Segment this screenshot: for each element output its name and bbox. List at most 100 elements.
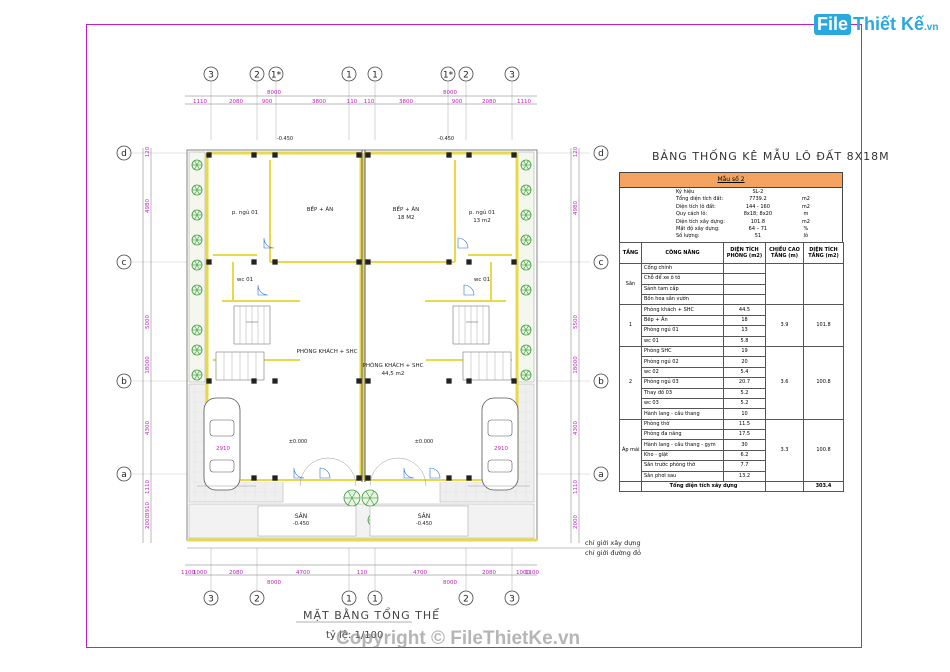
meta-label: Mật độ xây dựng: [676,226,720,233]
plan-title: MẶT BẰNG TỔNG THỂ [303,609,441,622]
tree-branch [196,370,200,376]
dimension: 8000 [443,90,457,96]
meta-value: 7739.2 [749,196,767,203]
room-area: 10 [723,408,766,420]
grid-label: 2 [463,71,469,81]
tree-branch [194,285,198,291]
tree-branch [523,214,527,220]
floor-height [765,262,804,306]
tree-branch [196,210,200,216]
meta-label: Ký hiệu [676,189,695,195]
dimension: 3800 [399,99,413,105]
tree-branch [523,210,527,216]
room-name: wc 03 [641,397,724,410]
meta-label: Tổng diện tích đất: [676,196,724,203]
level-mark: -0.450 [416,521,432,527]
floor-area: 100.8 [803,345,844,420]
tree-branch [194,374,198,380]
yard-left [257,505,357,537]
tree-branch [523,349,527,355]
tree-branch [523,329,527,335]
column [466,152,472,158]
tree-branch [196,345,200,351]
dimension: 3910 [145,502,151,516]
dimension: 1100 [181,570,195,576]
room-name: Hành lang - cầu thang - gym [641,439,724,451]
room-name: Phòng ngủ 02 [641,356,724,368]
room-area [723,293,766,306]
grid-bubble [593,145,609,161]
tree-branch [196,349,200,355]
tree-branch [196,374,200,380]
meta-unit [789,189,823,196]
level-mark: -0.450 [438,136,454,142]
room-area: 13 m2 [473,218,491,224]
dimension: 4980 [573,201,579,215]
door [403,467,415,479]
room-label: wc 01 [237,277,253,283]
entry-arc [299,457,357,487]
tree-branch [196,185,200,191]
tree-branch [347,490,353,499]
room-label: p. ngủ 01 [232,209,258,216]
grid-label: b [121,377,127,387]
meta-label: Diện tích xây dựng: [676,218,725,225]
column-header: CÔNG NĂNG [641,241,724,264]
grid-label: 2 [463,595,469,605]
drawing-frame [86,24,862,648]
room-name: Hành lang - cầu thang [641,408,724,420]
room-area: 44.5 [723,304,766,316]
room-name: Sân phơi sau [641,470,724,483]
tree-branch [523,325,527,331]
dimension: 5000 [145,315,151,329]
plan-scale: tỷ lệ: 1/100 [326,630,384,641]
level-mark: ±0.000 [415,439,434,445]
tree-branch [365,497,371,506]
tree-branch [525,264,529,270]
tree-branch [525,235,529,241]
grid-label: 2 [254,71,260,81]
column [446,378,452,384]
meta-value: 8x18; 8x20 [743,211,773,218]
dimension: 110 [347,99,358,105]
dimension: 2000 [145,515,151,529]
meta-value: 64 – 71 [748,226,768,233]
tree-branch [196,189,200,195]
floor-height: 3.3 [765,418,804,483]
room-area: 20 [723,356,766,368]
tree-branch [523,345,527,351]
room-area: 5.2 [723,397,766,410]
tree-branch [523,289,527,295]
room-label: BẾP + ĂN [393,205,420,213]
grid-label: 1 [372,71,378,81]
meta-unit: % [803,226,809,233]
room-area: 5.8 [723,335,766,347]
meta-unit: m2 [801,196,810,203]
room-name: Phòng ngủ 03 [641,377,724,389]
tree-branch [523,185,527,191]
floor-height: 3.9 [765,304,804,347]
tree-branch [194,160,198,166]
door [429,467,441,479]
room-name: Phòng khách + SHC [641,304,724,316]
dimension: 2910 [494,446,508,452]
logo-text: Thiết Kế [853,14,925,34]
tree-branch [194,289,198,295]
tree-branch [365,490,371,499]
room-area: 30 [723,439,766,451]
tree-branch [525,214,529,220]
tree-branch [194,214,198,220]
column-header: TẦNG [619,241,642,264]
column [356,152,362,158]
room-name: Sân trước phòng thờ [641,460,724,472]
room-name: wc 01 [641,335,724,347]
yard-label: SÂN [295,513,308,520]
column [365,259,371,265]
room-area [723,283,766,296]
tree-branch [196,239,200,245]
column [272,259,278,265]
